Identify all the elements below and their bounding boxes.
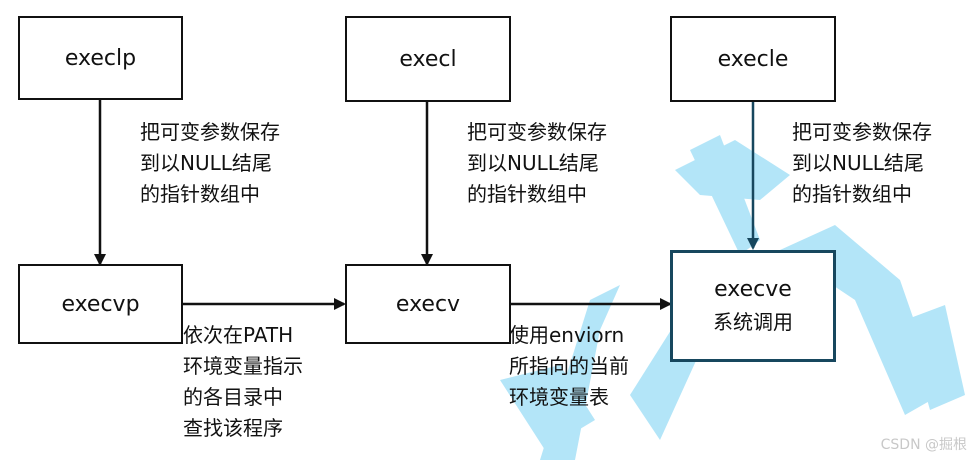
box-execve: execve 系统调用 — [670, 250, 836, 362]
label-null-terminated-2: 把可变参数保存 到以NULL结尾 的指针数组中 — [467, 120, 607, 206]
brush-stroke-7 — [905, 305, 965, 410]
box-execl-label: execl — [399, 46, 457, 72]
box-execlp-label: execlp — [64, 45, 137, 71]
box-execvp: execvp — [18, 264, 183, 344]
box-execvp-label: execvp — [61, 291, 140, 317]
brush-stroke-6 — [500, 365, 595, 450]
box-execlp: execlp — [18, 16, 183, 100]
box-execle: execle — [670, 16, 836, 102]
label-null-terminated-3: 把可变参数保存 到以NULL结尾 的指针数组中 — [792, 120, 932, 206]
label-environ-use: 使用enviorn 所指向的当前 环境变量表 — [509, 323, 629, 409]
box-execve-sublabel: 系统调用 — [713, 310, 793, 334]
box-execl: execl — [345, 16, 511, 102]
box-execve-label: execve — [714, 277, 792, 302]
box-execv: execv — [345, 264, 511, 344]
label-path-search: 依次在PATH 环境变量指示 的各目录中 查找该程序 — [183, 323, 303, 440]
brush-stroke-5 — [690, 135, 760, 255]
watermark-text: CSDN @掘根 — [880, 437, 967, 453]
box-execv-label: execv — [395, 291, 461, 317]
box-execle-label: execle — [717, 46, 789, 72]
label-null-terminated-1: 把可变参数保存 到以NULL结尾 的指针数组中 — [140, 120, 280, 206]
